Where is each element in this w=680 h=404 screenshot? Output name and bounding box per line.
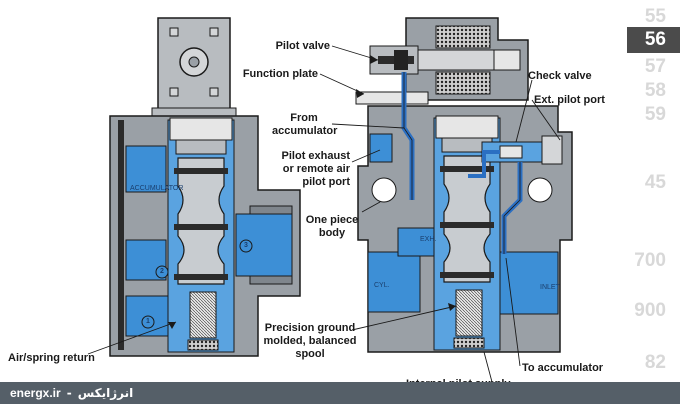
page-index-55[interactable]: 55 <box>644 6 666 27</box>
solenoid-coil-lower <box>435 71 491 95</box>
page-index-900[interactable]: 900 <box>634 300 666 321</box>
label-check-valve: Check valve <box>528 70 592 82</box>
page-index-700[interactable]: 700 <box>634 250 666 271</box>
leader-arrows <box>168 55 456 329</box>
label-port-1: 1 <box>146 318 150 325</box>
label-port-2: 2 <box>160 268 164 275</box>
label-pilot-valve: Pilot valve <box>275 40 330 52</box>
label-to-accumulator: To accumulator <box>522 362 604 374</box>
page-index-45[interactable]: 45 <box>644 172 666 193</box>
right-spool <box>443 155 491 283</box>
label-inner-exh: EXH. <box>420 236 437 243</box>
footer-bar: energx.ir - انرژایکس <box>0 382 680 404</box>
label-one-piece-body: One piece body <box>305 214 359 239</box>
label-inner-inlet: INLET <box>540 284 560 291</box>
function-plate <box>355 91 429 105</box>
right-port-inlet <box>499 251 559 315</box>
label-inner-accumulator: ACCUMULATOR <box>130 185 184 192</box>
page-index-57[interactable]: 57 <box>644 56 666 77</box>
label-pilot-exhaust: Pilot exhaust or remote air pilot port <box>281 150 350 188</box>
footer-site-fa: انرژایکس <box>77 386 134 400</box>
footer-separator: - <box>66 386 72 400</box>
page-index-58[interactable]: 58 <box>644 80 666 101</box>
footer-site[interactable]: energx.ir <box>10 386 61 400</box>
label-air-spring-return: Air/spring return <box>8 352 95 364</box>
right-port-cyl <box>367 251 421 313</box>
label-ext-pilot-port: Ext. pilot port <box>534 94 605 106</box>
page-index-56[interactable]: 56 <box>644 29 666 50</box>
label-precision-spool: Precision ground molded, balanced spool <box>263 322 357 360</box>
label-from-accumulator: From accumulator <box>272 112 338 137</box>
leader-lines <box>87 45 561 383</box>
page-index-59[interactable]: 59 <box>644 104 666 125</box>
solenoid-coil-upper <box>435 25 491 49</box>
label-port-3: 3 <box>244 242 248 249</box>
right-spring <box>455 289 483 337</box>
page-index-82[interactable]: 82 <box>644 352 666 373</box>
label-inner-cyl: CYL. <box>374 282 390 289</box>
left-port-accumulator <box>125 145 167 193</box>
left-valve <box>109 17 301 357</box>
page-index-active-bg <box>627 27 680 53</box>
label-function-plate: Function plate <box>242 68 318 80</box>
right-valve <box>355 17 573 353</box>
left-spring <box>189 291 217 339</box>
left-spool <box>177 157 225 285</box>
